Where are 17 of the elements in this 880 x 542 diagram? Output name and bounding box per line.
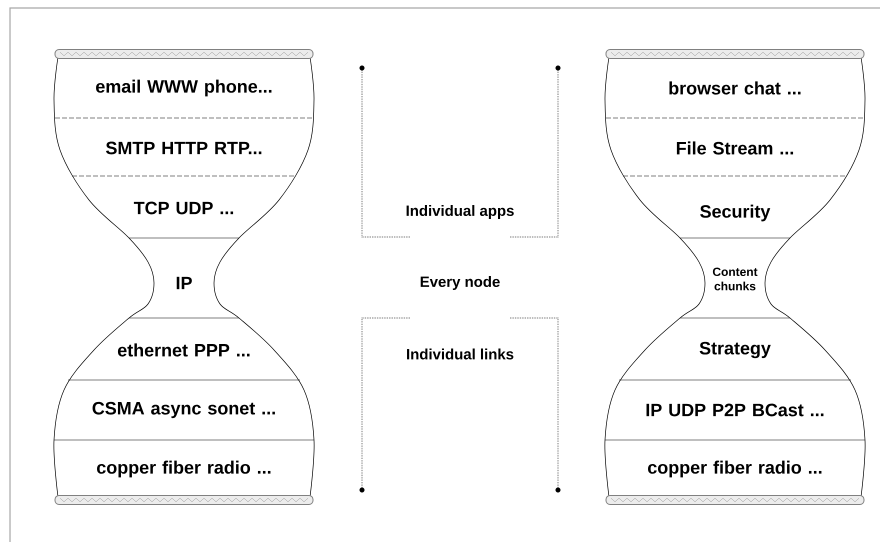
layer-label: TCP UDP ... [134, 202, 234, 214]
caption-text: Individual links [407, 348, 514, 360]
layer-label: ethernet PPP ... [118, 343, 250, 357]
layer-label: Security [700, 204, 770, 222]
layer-label: SMTP HTTP RTP... [106, 142, 262, 154]
caption-text: Individual apps [406, 205, 514, 219]
layer-label: copper fiber radio ... [648, 460, 822, 478]
layer-label: Strategy [700, 342, 771, 358]
layer-label: Content chunks [712, 268, 758, 290]
layer-label: browser chat ... [669, 81, 801, 95]
layer-label: copper fiber radio ... [97, 460, 270, 478]
caption-text: Every node [420, 276, 500, 290]
layer-label: email WWW phone... [96, 80, 272, 96]
layer-label: IP [176, 276, 192, 290]
layer-label: File Stream ... [676, 141, 794, 155]
layer-label: CSMA async sonet ... [92, 402, 275, 418]
layer-label: IP UDP P2P BCast ... [646, 404, 824, 416]
